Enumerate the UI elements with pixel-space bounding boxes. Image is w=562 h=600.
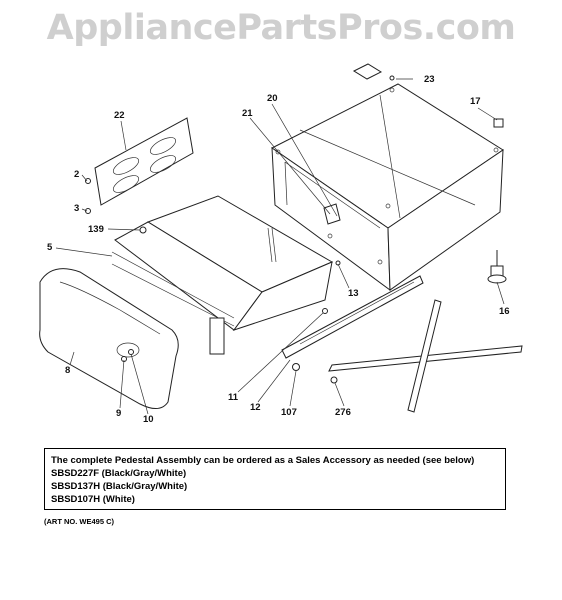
callout-9: 9 bbox=[116, 408, 121, 419]
callout-10: 10 bbox=[143, 414, 154, 425]
callout-21: 21 bbox=[242, 108, 253, 119]
pad-part bbox=[352, 63, 383, 80]
watermark-logo: AppliancePartsPros.com bbox=[46, 8, 516, 48]
screw-part bbox=[292, 363, 300, 371]
leveling-leg bbox=[487, 250, 507, 284]
screw-part bbox=[85, 208, 91, 214]
leader-lines bbox=[55, 78, 505, 415]
exploded-parts-diagram: 23 17 20 21 22 2 3 139 5 13 16 8 9 10 11… bbox=[39, 63, 523, 425]
drawer-rail-right bbox=[281, 275, 424, 359]
callout-276: 276 bbox=[335, 407, 351, 418]
callout-139: 139 bbox=[88, 224, 104, 235]
callout-8: 8 bbox=[65, 365, 70, 376]
screw-part bbox=[128, 349, 134, 355]
callout-23: 23 bbox=[424, 74, 435, 85]
art-number: (ART NO. WE495 C) bbox=[44, 517, 115, 526]
drawer-front-part bbox=[39, 268, 179, 409]
callout-5: 5 bbox=[47, 242, 53, 253]
callout-11: 11 bbox=[228, 392, 239, 403]
screw-part bbox=[85, 178, 91, 184]
callout-22: 22 bbox=[114, 110, 125, 121]
note-line: SBSD227F (Black/Gray/White) bbox=[51, 468, 187, 479]
callout-17: 17 bbox=[470, 96, 481, 107]
callout-107: 107 bbox=[281, 407, 297, 418]
screw-part bbox=[330, 376, 338, 384]
ordering-note: The complete Pedestal Assembly can be or… bbox=[44, 448, 506, 510]
callout-3: 3 bbox=[74, 203, 79, 214]
cross-brace-part bbox=[328, 299, 523, 413]
front-panel-part bbox=[94, 117, 194, 206]
screw-part bbox=[389, 75, 395, 81]
callout-13: 13 bbox=[348, 288, 359, 299]
screw-part bbox=[335, 260, 341, 266]
callout-12: 12 bbox=[250, 402, 261, 413]
callout-16: 16 bbox=[499, 306, 510, 317]
clip-part bbox=[493, 118, 504, 128]
drawer-bin bbox=[111, 195, 334, 355]
screw-part bbox=[139, 226, 147, 234]
screw-part bbox=[322, 308, 328, 314]
note-line: The complete Pedestal Assembly can be or… bbox=[51, 455, 475, 466]
bracket-part bbox=[323, 203, 341, 225]
callout-20: 20 bbox=[267, 93, 278, 104]
note-line: SBSD137H (Black/Gray/White) bbox=[51, 481, 188, 492]
callout-2: 2 bbox=[74, 169, 79, 180]
note-line: SBSD107H (White) bbox=[51, 494, 135, 505]
